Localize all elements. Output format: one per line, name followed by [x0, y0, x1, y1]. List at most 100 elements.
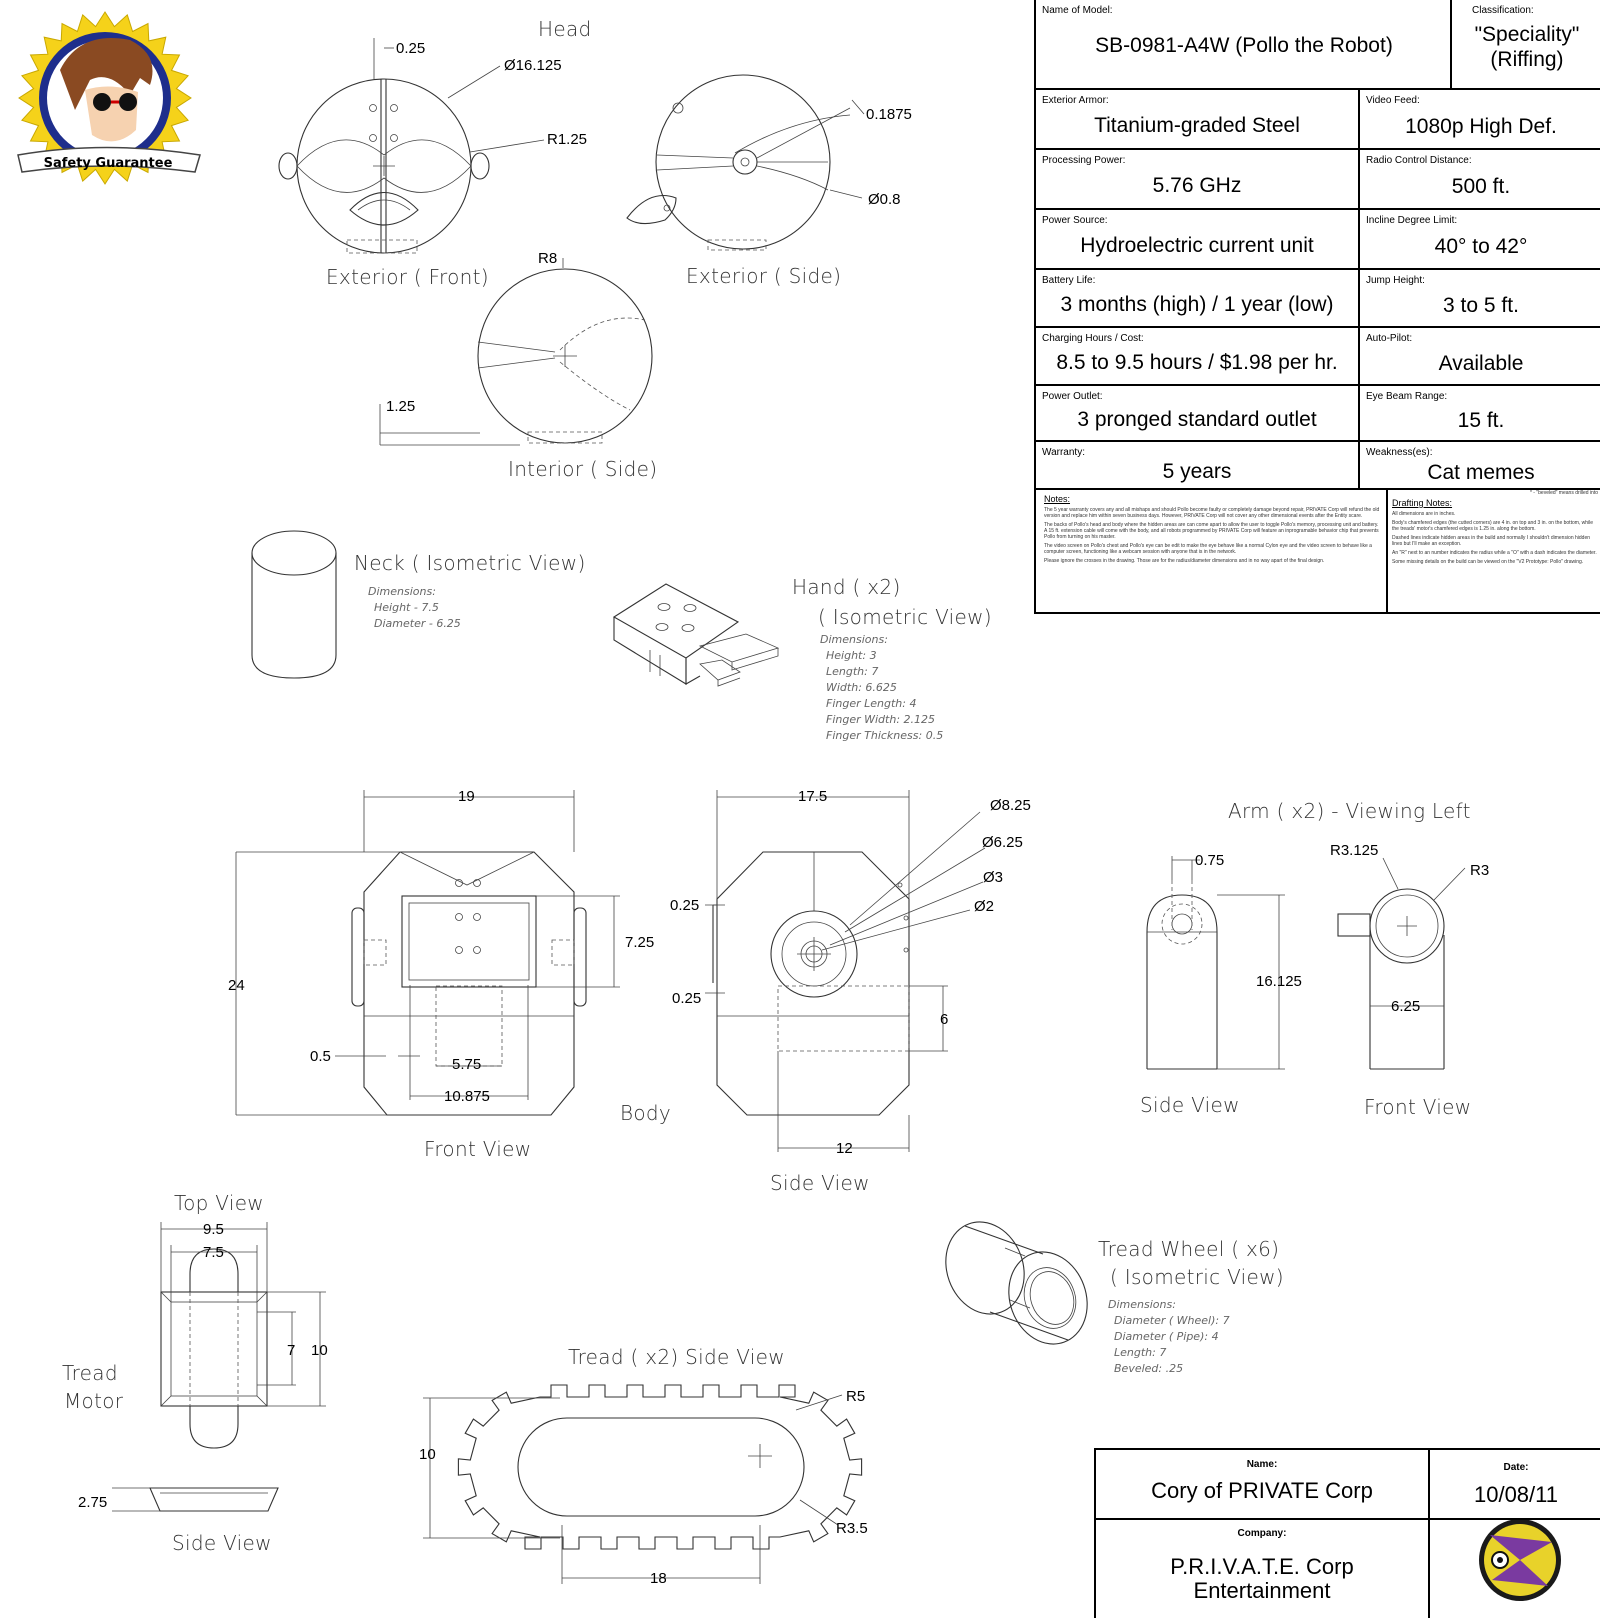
dim-eye-ring: Ø6.25	[982, 834, 1023, 851]
model-label: Name of Model:	[1042, 5, 1113, 16]
spec-row: Warranty: 5 years Weakness(es): Cat memes	[1036, 442, 1600, 490]
dim-shoulder-inner-radius: R3	[1470, 862, 1489, 879]
badge-text: Safety Guarantee	[44, 156, 173, 171]
safety-guarantee-badge: Safety Guarantee	[17, 11, 201, 185]
dim-eye-inner: Ø3	[983, 869, 1003, 886]
spec-row: Processing Power: 5.76 GHz Radio Control D…	[1036, 150, 1600, 210]
dim-tread-inner-radius: R3.5	[836, 1520, 868, 1537]
spec-left-value: Titanium-graded Steel	[1094, 114, 1300, 137]
tread-side-view	[423, 1384, 863, 1584]
note-item: The video screen on Pollo's chest and Po…	[1044, 543, 1372, 555]
dim-motor-inner-height: 7	[287, 1342, 295, 1359]
dim-motor-outer-width: 9.5	[203, 1221, 224, 1238]
drafting-corner-note: * - "beveled" means drilled into	[1529, 490, 1598, 496]
dim-tread-length: 18	[650, 1570, 667, 1587]
spec-left-value: 5.76 GHz	[1152, 174, 1242, 197]
body-side-view	[705, 790, 986, 1152]
dim-eye-diameter: Ø0.8	[868, 191, 901, 208]
spec-right-label: Jump Height:	[1366, 275, 1425, 286]
spec-right-value: 500 ft.	[1451, 175, 1511, 198]
company-logo	[1479, 1519, 1561, 1601]
ext-side-label: Exterior ( Side)	[686, 264, 841, 288]
company-label: Company:	[1237, 1528, 1287, 1539]
motor-label: Motor	[64, 1389, 124, 1413]
drafting-note-item: All dimensions are in inches.	[1392, 511, 1456, 517]
title-block: Name: Cory of PRIVATE Corp Date: 10/08/1…	[1094, 1448, 1600, 1618]
neck-dims-1: Height - 7.5	[374, 601, 439, 614]
note-item: The backs of Pollo's head and body where…	[1044, 522, 1379, 540]
neck-isometric	[251, 530, 337, 679]
author-label: Name:	[1246, 1459, 1278, 1470]
spec-left-label: Warranty:	[1042, 447, 1085, 458]
arm-side-label: Side View	[1140, 1093, 1240, 1117]
spec-right-label: Weakness(es):	[1366, 447, 1433, 458]
arm-front-view	[1337, 857, 1466, 1070]
ext-front-label: Exterior ( Front)	[326, 265, 489, 289]
wheel-dims-0: Dimensions:	[1108, 1298, 1176, 1311]
wheel-label: Tread Wheel ( x6)	[1098, 1237, 1279, 1261]
spec-left-label: Processing Power:	[1042, 155, 1126, 166]
head-exterior-front	[278, 38, 545, 254]
spec-left-label: Battery Life:	[1042, 275, 1096, 286]
body-front-label: Front View	[424, 1137, 531, 1161]
head-label: Head	[538, 17, 592, 41]
spec-right-value: Cat memes	[1427, 461, 1535, 484]
spec-right-label: Incline Degree Limit:	[1366, 215, 1458, 226]
drafting-note-item: Dashed lines indicate hidden areas in th…	[1392, 535, 1591, 547]
dim-eye-outer: Ø8.25	[990, 797, 1031, 814]
hand-dims-0: Dimensions:	[820, 633, 888, 646]
dim-head-ear-radius: R1.25	[547, 131, 587, 148]
body-side-label: Side View	[770, 1171, 870, 1195]
wheel-label-2: ( Isometric View)	[1110, 1265, 1284, 1289]
spec-left-label: Exterior Armor:	[1042, 95, 1109, 106]
author-value: Cory of PRIVATE Corp	[1151, 1478, 1373, 1503]
arm-front-label: Front View	[1364, 1095, 1471, 1119]
drafting-note-item: Some missing details on the build can be…	[1392, 559, 1584, 565]
body-label: Body	[620, 1101, 671, 1125]
spec-right-value: 15 ft.	[1457, 409, 1505, 432]
drafting-title: Drafting Notes:	[1392, 498, 1453, 508]
dim-interior-radius: R8	[538, 250, 557, 267]
dim-body-back-top: 0.25	[670, 897, 699, 914]
neck-dims-0: Dimensions:	[368, 585, 436, 598]
spec-left-value: 8.5 to 9.5 hours / $1.98 per hr.	[1056, 351, 1338, 374]
notes-title: Notes:	[1044, 494, 1071, 504]
drafting-note-item: Body's chamfered edges (the cutted corne…	[1392, 520, 1594, 532]
dim-body-height: 24	[228, 977, 245, 994]
dim-arm-length: 16.125	[1256, 973, 1302, 990]
note-item: Please ignore the crosses in the drawing…	[1044, 558, 1325, 564]
spec-left-value: 5 years	[1162, 460, 1232, 483]
dim-interior-offset: 1.25	[386, 398, 415, 415]
dim-motor-thickness: 2.75	[78, 1494, 107, 1511]
arm-side-view	[1146, 856, 1285, 1070]
spec-left-label: Power Outlet:	[1042, 391, 1103, 402]
date-label: Date:	[1503, 1462, 1529, 1473]
spec-right-value: 1080p High Def.	[1405, 115, 1557, 138]
hand-dims-3: Width: 6.625	[826, 681, 897, 694]
arm-label: Arm ( x2) - Viewing Left	[1228, 799, 1471, 823]
hand-dims-2: Length: 7	[826, 665, 878, 678]
wheel-dims-2: Diameter ( Pipe): 4	[1114, 1330, 1219, 1343]
top-view-label: Top View	[174, 1191, 264, 1215]
head-interior-side	[379, 258, 653, 446]
spec-left-value: 3 months (high) / 1 year (low)	[1060, 293, 1334, 316]
classification-value: "Speciality" (Riffing)	[1474, 23, 1580, 71]
dim-tread-outer-radius: R5	[846, 1388, 865, 1405]
dim-tread-height: 10	[419, 1446, 436, 1463]
dim-motor-inner-width: 7.5	[203, 1244, 224, 1261]
dim-arm-width: 6.25	[1391, 998, 1420, 1015]
company-value-1: P.R.I.V.A.T.E. Corp	[1170, 1554, 1354, 1579]
spec-right-label: Radio Control Distance:	[1366, 155, 1472, 166]
dim-body-edge: 0.5	[310, 1048, 331, 1065]
hand-isometric	[612, 583, 780, 687]
spec-left-value: 3 pronged standard outlet	[1077, 408, 1317, 431]
spec-row: Battery Life: 3 months (high) / 1 year (l…	[1036, 270, 1600, 328]
dim-head-diameter: Ø16.125	[504, 57, 562, 74]
dim-screen-width: 10.875	[444, 1088, 490, 1105]
wheel-dims-4: Beveled: .25	[1114, 1362, 1183, 1375]
spec-right-label: Auto-Pilot:	[1366, 333, 1413, 344]
dim-body-depth: 17.5	[798, 788, 827, 805]
dim-head-thickness: 0.25	[396, 40, 425, 57]
spec-right-label: Eye Beam Range:	[1366, 391, 1448, 402]
